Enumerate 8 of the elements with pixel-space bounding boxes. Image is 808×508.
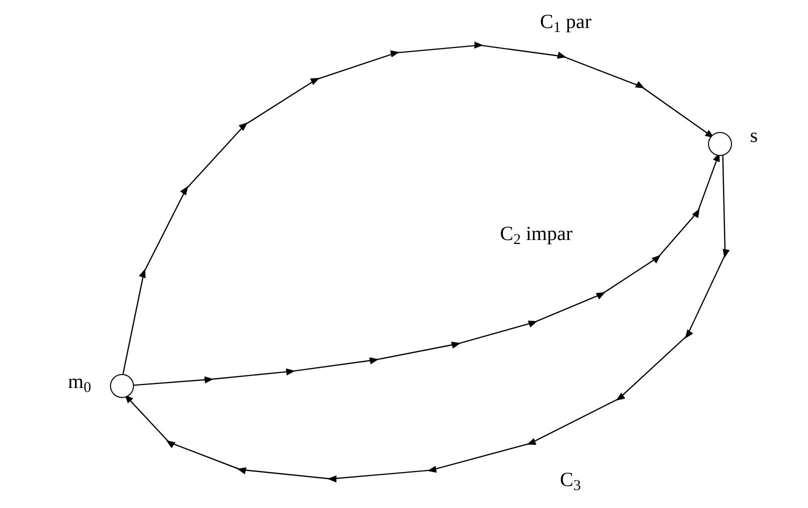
arrow [134, 156, 720, 386]
state-label: s [750, 126, 758, 146]
state-label: m$_{0}$ [68, 372, 92, 392]
edge-label: C$_{2}$ impar [500, 224, 572, 244]
arrow [122, 42, 712, 374]
edge-label: C$_{3}$ [560, 470, 581, 490]
edge-label: C$_{1}$ par [540, 12, 592, 32]
arrow [126, 156, 730, 482]
